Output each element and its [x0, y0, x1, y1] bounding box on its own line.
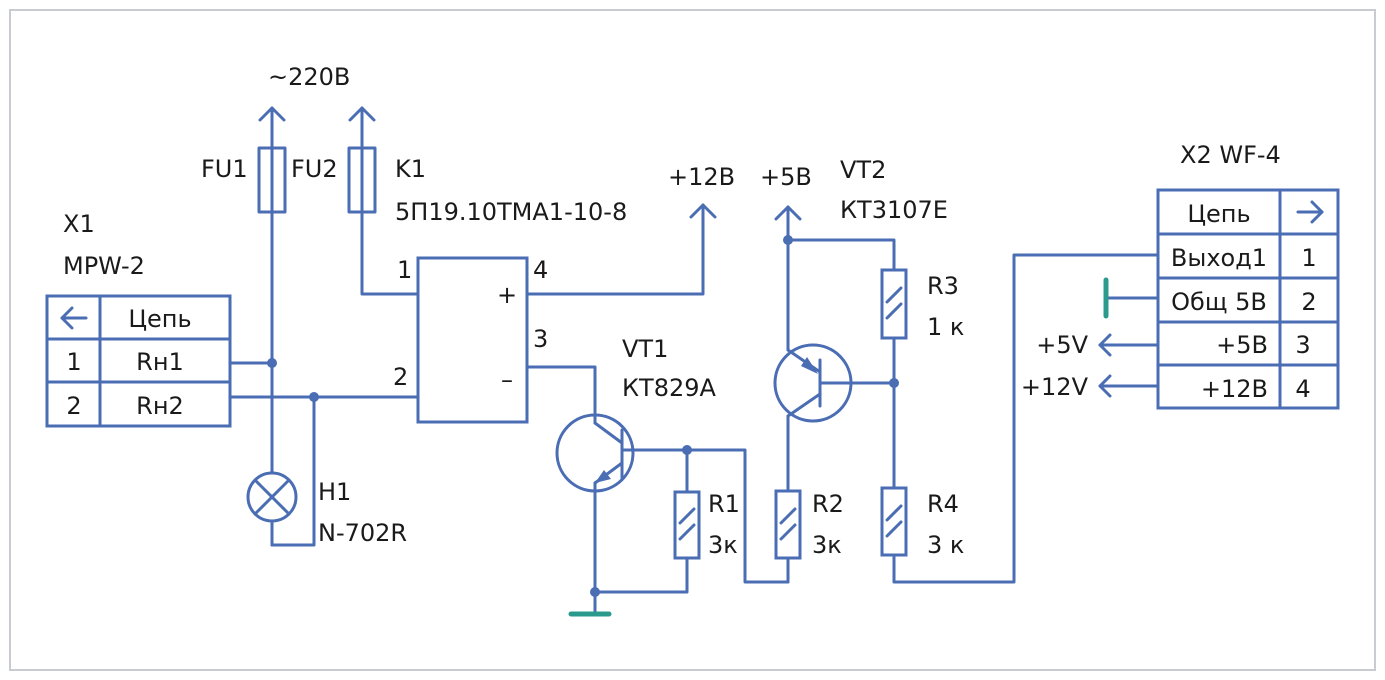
x2-row-num: 2	[1301, 288, 1316, 316]
x1-row-net: Rн2	[136, 392, 184, 420]
x1-header: Цепь	[128, 305, 191, 333]
plus5-rail	[774, 205, 896, 342]
k1-ref: K1	[395, 155, 426, 183]
relay-plus: +	[497, 281, 517, 309]
r4-value: 3 к	[927, 531, 964, 559]
plus12-label: +12В	[668, 163, 735, 191]
x1-connector: Цепь 1 Rн1 2 Rн2	[45, 294, 232, 428]
fu2-label: FU2	[291, 155, 338, 183]
x2-row-net: +5В	[1216, 331, 1268, 359]
h1-model: N-702R	[318, 519, 407, 547]
plus12-rail	[525, 203, 717, 296]
x2-row-net: +12В	[1201, 375, 1268, 403]
x1-wires	[228, 358, 420, 547]
plus5-label: +5В	[760, 163, 812, 191]
x2-row-num: 3	[1295, 331, 1310, 359]
arrow-right-icon	[1296, 200, 1324, 224]
x2-row-num: 4	[1295, 375, 1310, 403]
relay-pin-1: 1	[397, 256, 412, 284]
x2-row-num: 1	[1301, 244, 1316, 272]
fuse-fu1	[257, 146, 287, 214]
x1-model: MPW-2	[63, 252, 145, 280]
k1-model: 5П19.10ТМА1-10-8	[395, 198, 627, 226]
r1-value: 3к	[708, 531, 738, 559]
npn-transistor-icon	[555, 413, 635, 493]
r2-ref: R2	[812, 490, 844, 518]
r3-ref: R3	[927, 272, 959, 300]
vt1-wires	[525, 365, 790, 614]
x1-row-net: Rн1	[136, 348, 184, 376]
r4-ref: R4	[927, 490, 959, 518]
lamp-icon	[246, 471, 298, 523]
vt2-model: КТ3107Е	[840, 196, 948, 224]
arrow-left-icon	[60, 306, 88, 330]
relay-pin-4: 4	[533, 256, 548, 284]
x2-ext-wires	[1098, 296, 1160, 398]
fu1-label: FU1	[201, 155, 248, 183]
resistor-r1	[673, 490, 701, 560]
relay-pin-2: 2	[393, 363, 408, 391]
r3-value: 1 к	[927, 313, 964, 341]
x1-row-num: 1	[66, 348, 81, 376]
x2-row-net: Общ 5В	[1171, 288, 1267, 316]
ext-plus5v-label: +5V	[1036, 331, 1088, 359]
vt2-ref: VT2	[840, 156, 886, 184]
ext-plus12v-label: +12V	[1021, 373, 1089, 401]
relay-pin-3: 3	[533, 325, 548, 353]
x2-header: Цепь	[1187, 200, 1250, 228]
x2-connector: Цепь Выход1 1 Общ 5В 2 +5В 3 +12В 4	[1156, 188, 1340, 410]
vt1-model: КТ829А	[622, 374, 717, 402]
relay-k1: + –	[416, 256, 529, 424]
r1-ref: R1	[708, 490, 740, 518]
vt1-ref: VT1	[622, 335, 668, 363]
power-input	[258, 106, 376, 152]
x1-ref: X1	[63, 210, 95, 238]
x2-ref: X2 WF-4	[1180, 141, 1281, 169]
resistor-r3	[880, 268, 908, 340]
x2-row-net: Выход1	[1171, 244, 1267, 272]
relay-minus: –	[501, 366, 513, 394]
r2-value: 3к	[812, 531, 842, 559]
h1-ref: H1	[318, 478, 351, 506]
power-label: ~220В	[268, 63, 350, 91]
vt2-wires	[786, 253, 1160, 584]
fuse-fu2	[347, 146, 377, 214]
resistor-r2	[774, 489, 802, 560]
frame	[9, 9, 1376, 671]
resistor-r4	[880, 486, 908, 557]
x1-row-num: 2	[66, 392, 81, 420]
